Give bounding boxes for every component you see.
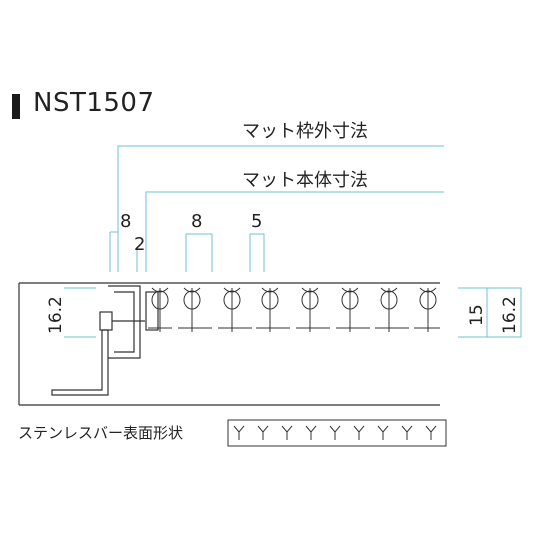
frame-gap-value: 8 [120, 211, 131, 232]
bar-1 [148, 287, 172, 332]
bar-gap-bracket [249, 233, 265, 272]
surface-pattern [227, 419, 447, 447]
dimension-lines [64, 145, 522, 338]
bar-width-value: 8 [191, 211, 202, 232]
title-marker [12, 94, 20, 119]
bar-gap-value: 5 [251, 211, 262, 232]
stainless-bars [148, 287, 440, 332]
bar-2 [178, 287, 212, 332]
left-height-value: 16.2 [46, 296, 66, 334]
bar-8 [414, 287, 440, 332]
frame-size-label: マット枠外寸法 [242, 121, 368, 142]
body-dimension-line [145, 191, 444, 272]
bar-4 [256, 287, 290, 332]
right-inner-bracket [458, 287, 488, 338]
right-inner-height-value: 15 [467, 304, 487, 326]
bar-width-bracket [185, 233, 213, 272]
bar-7 [375, 287, 409, 332]
bar-6 [336, 287, 370, 332]
right-outer-height-value: 16.2 [500, 296, 520, 334]
frame-dimension-line [117, 145, 444, 272]
bar-3 [218, 287, 252, 332]
bar-5 [296, 287, 330, 332]
right-outer-bracket [487, 287, 522, 338]
body-size-label: マット本体寸法 [242, 170, 368, 191]
surface-serrations [233, 425, 437, 440]
surface-strip [227, 419, 447, 447]
frame-structure [18, 282, 440, 406]
frame-bolt-head [99, 311, 113, 331]
frame-channel [108, 285, 141, 359]
l-angle-frame [51, 329, 109, 396]
frame-offset-value: 2 [134, 234, 145, 255]
surface-shape-label: ステンレスバー表面形状 [18, 424, 183, 442]
first-spacer [145, 291, 159, 331]
frame-channel-inner [114, 291, 135, 353]
product-title: NST1507 [33, 88, 155, 118]
